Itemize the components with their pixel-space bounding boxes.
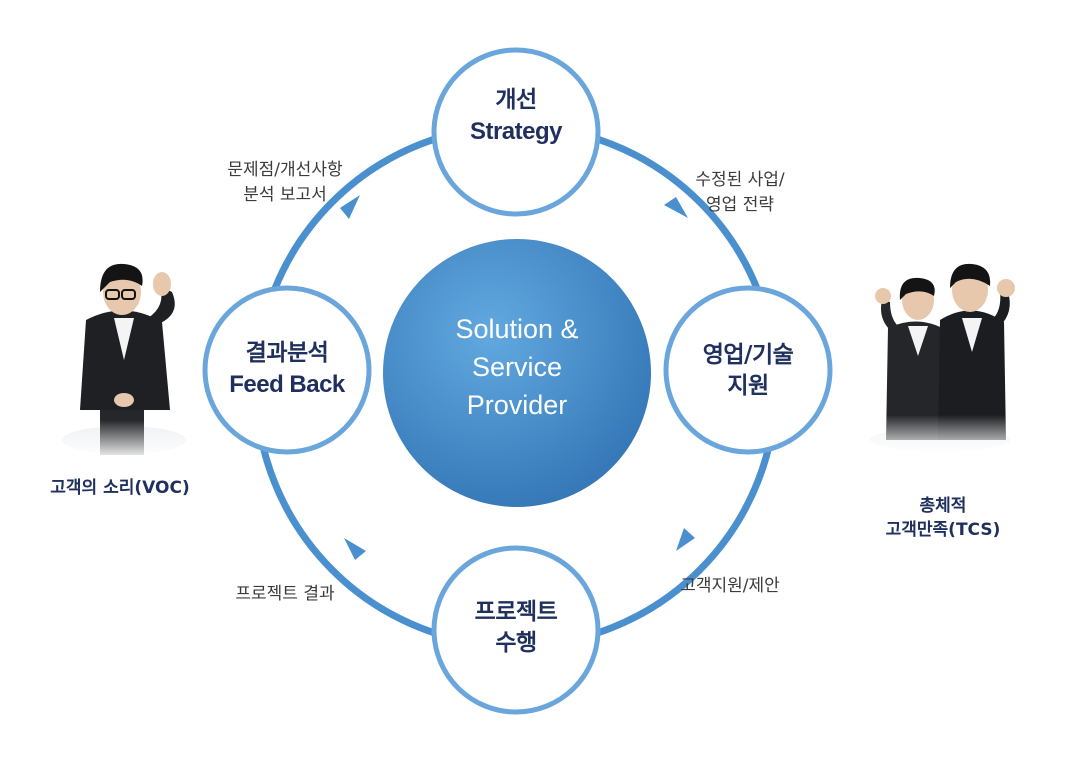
node-right-circle xyxy=(663,285,833,455)
people-ok-gesture-image xyxy=(870,263,1020,455)
node-top-circle xyxy=(431,47,601,217)
edge-top-right-line-1: 수정된 사업/ xyxy=(695,170,785,190)
node-bottom-line-2: 수행 xyxy=(495,630,537,656)
edge-top-right-label: 수정된 사업/ 영업 전략 xyxy=(660,168,820,218)
tcs-caption: 총체적 고객만족(TCS) xyxy=(858,494,1028,542)
voc-caption: 고객의 소리(VOC) xyxy=(30,476,210,500)
arrow-top-right xyxy=(664,197,688,218)
node-bottom-line-1: 프로젝트 xyxy=(474,599,558,625)
node-right-label: 영업/기술 지원 xyxy=(668,340,828,402)
node-left-line-1: 결과분석 xyxy=(245,340,329,366)
tcs-caption-line-2: 고객만족(TCS) xyxy=(885,520,1001,540)
node-left-label: 결과분석 Feed Back xyxy=(207,338,367,400)
hub-label: Solution & Service Provider xyxy=(417,310,617,424)
edge-bottom-left-label: 프로젝트 결과 xyxy=(200,582,370,607)
hub-line-1: Solution & xyxy=(455,314,579,344)
arrow-top-left xyxy=(340,195,360,219)
edge-top-left-line-2: 분석 보고서 xyxy=(243,185,327,205)
hub-line-3: Provider xyxy=(466,390,568,420)
node-top-label: 개선 Strategy xyxy=(436,85,596,147)
node-top-line-2: Strategy xyxy=(469,118,563,145)
node-left-line-2: Feed Back xyxy=(229,371,345,398)
arrow-bottom-left xyxy=(344,538,366,560)
hub-line-2: Service xyxy=(471,352,563,382)
edge-bottom-right-line-1: 고객지원/제안 xyxy=(680,576,780,596)
node-top-line-1: 개선 xyxy=(495,87,537,113)
person-listening-image xyxy=(60,263,190,460)
arrow-bottom-right xyxy=(676,528,695,551)
tcs-caption-line-1: 총체적 xyxy=(919,496,967,516)
edge-top-left-line-1: 문제점/개선사항 xyxy=(227,160,343,180)
node-right-line-1: 영업/기술 xyxy=(702,342,794,368)
voc-caption-line: 고객의 소리(VOC) xyxy=(50,478,190,498)
node-left-circle xyxy=(202,285,372,455)
edge-bottom-left-line-1: 프로젝트 결과 xyxy=(235,584,335,604)
edge-bottom-right-label: 고객지원/제안 xyxy=(650,574,810,599)
edge-top-left-label: 문제점/개선사항 분석 보고서 xyxy=(195,158,375,208)
hub-circle xyxy=(383,239,651,507)
node-bottom-label: 프로젝트 수행 xyxy=(436,597,596,659)
edge-top-right-line-2: 영업 전략 xyxy=(706,195,774,215)
node-bottom-circle xyxy=(431,545,601,715)
node-right-line-2: 지원 xyxy=(727,373,769,399)
